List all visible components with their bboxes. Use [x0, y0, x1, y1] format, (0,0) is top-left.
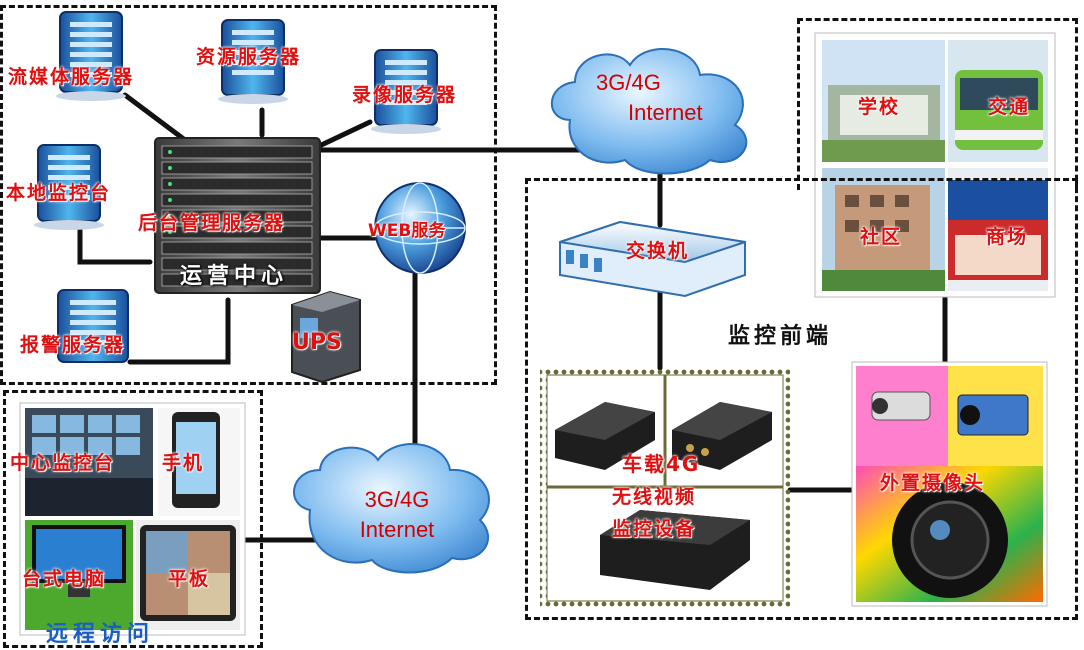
- streaming-server-label: 流媒体服务器: [8, 66, 135, 88]
- web-globe-icon: [374, 182, 466, 274]
- rack-server-icon: [154, 137, 321, 294]
- ups-icon: [291, 290, 361, 384]
- scene-region: [797, 18, 1078, 190]
- ops-center-label: 运营中心: [180, 264, 289, 289]
- ups-label: UPS: [292, 330, 342, 355]
- cloud-top-line2: Internet: [628, 100, 703, 125]
- connection-lines: [77, 92, 948, 543]
- front-end-title: 监控前端: [728, 324, 833, 349]
- scene-community-label: 社区: [860, 226, 903, 248]
- remote-panel: [19, 402, 246, 636]
- recording-server-label: 录像服务器: [352, 84, 458, 106]
- backend-server-label: 后台管理服务器: [138, 212, 286, 234]
- cloud-icon: [550, 48, 748, 175]
- web-service-label: WEB服务: [368, 221, 446, 241]
- tablet-label: 平板: [168, 568, 211, 590]
- scene-mall-label: 商场: [986, 226, 1029, 248]
- device-panel: [540, 368, 790, 608]
- device-label-line1: 车载4G: [622, 452, 701, 476]
- cloud-top-line1: 3G/4G: [596, 70, 661, 95]
- device-label-line3: 监控设备: [612, 518, 697, 540]
- desktop-pc-label: 台式电脑: [22, 568, 107, 590]
- remote-access-region: [3, 390, 263, 648]
- server-icon: [56, 11, 126, 101]
- front-end-region: [525, 178, 1078, 620]
- cloud-top-text: 3G/4G Internet: [592, 68, 732, 128]
- scene-traffic-label: 交通: [988, 96, 1031, 118]
- server-icon: [218, 19, 288, 104]
- remote-access-title: 远程访问: [46, 622, 155, 647]
- operations-center-region: [0, 5, 497, 385]
- switch-label: 交换机: [626, 240, 690, 262]
- cameras-label: 外置摄像头: [880, 472, 986, 494]
- cloud-bottom-line1: 3G/4G: [364, 487, 430, 512]
- cloud-bottom-line2: Internet: [359, 517, 435, 542]
- scene-school-label: 学校: [858, 96, 901, 118]
- resource-server-label: 资源服务器: [196, 46, 302, 68]
- cloud-icon: [293, 443, 490, 574]
- switch-icon: [559, 220, 746, 298]
- cloud-bottom-text: 3G/4G Internet: [332, 485, 462, 545]
- server-icon: [34, 144, 104, 230]
- server-icon: [371, 49, 441, 134]
- camera-panel: [851, 361, 1048, 607]
- server-icon: [57, 289, 129, 363]
- phone-label: 手机: [162, 452, 205, 474]
- device-label-line2: 无线视频: [612, 486, 697, 508]
- alarm-server-label: 报警服务器: [20, 334, 126, 356]
- local-monitor-label: 本地监控台: [6, 182, 112, 204]
- center-console-label: 中心监控台: [10, 452, 116, 474]
- scene-panel: [814, 32, 1056, 298]
